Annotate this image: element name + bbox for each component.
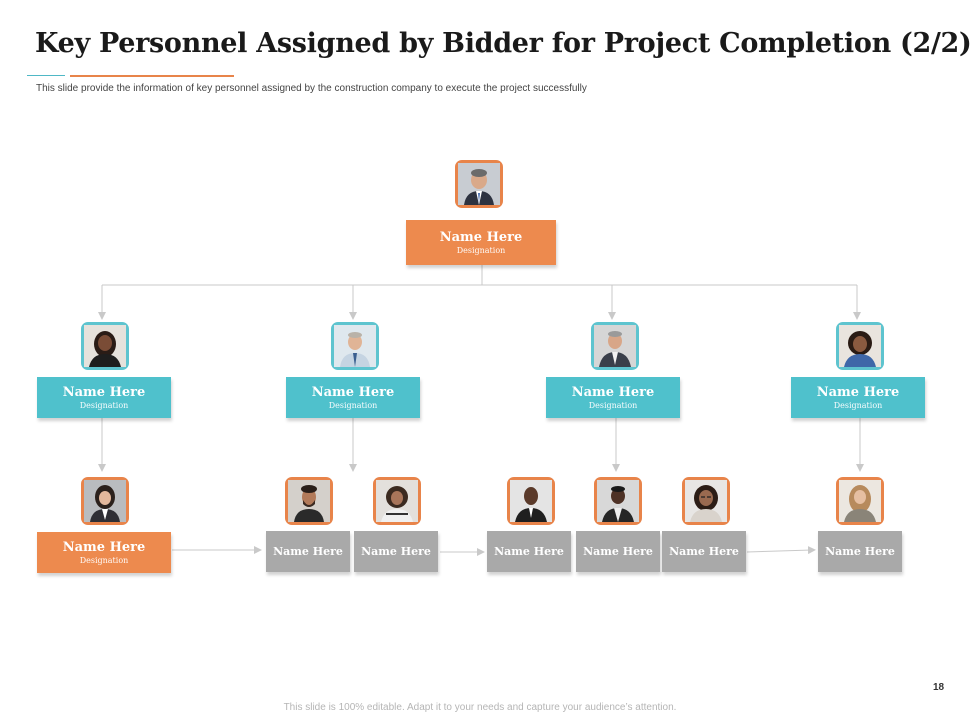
photo-member-4 [594,477,642,525]
photo-manager-1 [81,322,129,370]
manager-designation-1: Designation [79,400,129,410]
manager-box-3[interactable]: Name Here Designation [546,377,680,418]
manager-box-4[interactable]: Name Here Designation [791,377,925,418]
slide-title: Key Personnel Assigned by Bidder for Pro… [35,28,971,59]
member-box-6[interactable]: Name Here [818,531,902,572]
manager-name-2: Name Here [311,384,395,400]
lead-box[interactable]: Name Here Designation [37,532,171,573]
member-name-4: Name Here [583,545,653,558]
manager-name-1: Name Here [62,384,146,400]
member-box-2[interactable]: Name Here [354,531,438,572]
photo-member-2 [373,477,421,525]
member-name-6: Name Here [825,545,895,558]
woman-avatar-icon [839,325,881,367]
woman-avatar-icon [839,480,881,522]
woman-avatar-icon [685,480,727,522]
man-avatar-icon [334,325,376,367]
man-suit-avatar-icon [594,325,636,367]
top-node-name: Name Here [439,229,523,245]
lead-designation: Designation [79,555,129,565]
slide-subtitle: This slide provide the information of ke… [36,83,587,94]
man-suit-avatar-icon [510,480,552,522]
footer-note: This slide is 100% editable. Adapt it to… [283,702,677,713]
man-avatar-icon [597,480,639,522]
member-box-5[interactable]: Name Here [662,531,746,572]
woman-avatar-icon [376,480,418,522]
manager-name-3: Name Here [571,384,655,400]
member-name-5: Name Here [669,545,739,558]
manager-designation-3: Designation [588,400,638,410]
man-suit-avatar-icon [458,163,500,205]
manager-name-4: Name Here [816,384,900,400]
member-box-3[interactable]: Name Here [487,531,571,572]
manager-designation-4: Designation [833,400,883,410]
member-box-4[interactable]: Name Here [576,531,660,572]
man-avatar-icon [288,480,330,522]
manager-box-2[interactable]: Name Here Designation [286,377,420,418]
lead-name: Name Here [62,539,146,555]
member-name-3: Name Here [494,545,564,558]
photo-member-6 [836,477,884,525]
photo-top [455,160,503,208]
photo-manager-2 [331,322,379,370]
member-box-1[interactable]: Name Here [266,531,350,572]
photo-manager-4 [836,322,884,370]
page-number: 18 [933,682,945,693]
connector-arrow-3 [746,546,816,555]
photo-lead [81,477,129,525]
title-accent-line-blue [27,75,65,76]
member-name-1: Name Here [273,545,343,558]
woman-avatar-icon [84,480,126,522]
photo-member-3 [507,477,555,525]
top-node-box[interactable]: Name Here Designation [406,220,556,265]
photo-manager-3 [591,322,639,370]
manager-designation-2: Designation [328,400,378,410]
photo-member-1 [285,477,333,525]
member-name-2: Name Here [361,545,431,558]
top-node-designation: Designation [456,245,506,255]
photo-member-5 [682,477,730,525]
manager-box-1[interactable]: Name Here Designation [37,377,171,418]
title-accent-line-orange [70,75,234,77]
woman-avatar-icon [84,325,126,367]
